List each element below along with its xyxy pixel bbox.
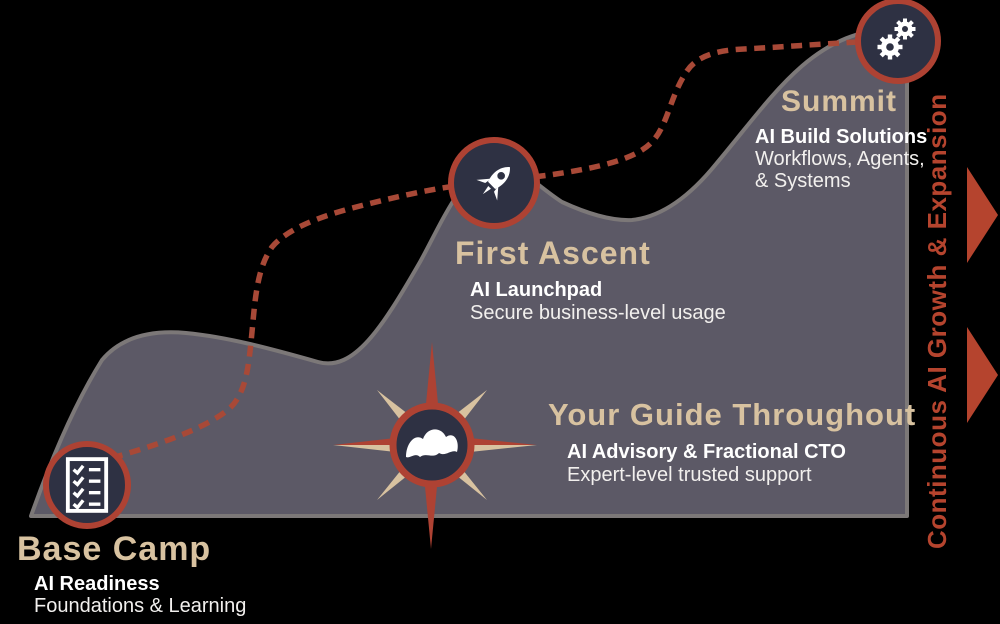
stage-base-camp: Base Camp AI Readiness Foundations & Lea…: [17, 530, 247, 617]
stage-summit: Summit AI Build Solutions Workflows, Age…: [755, 86, 927, 192]
gears-icon: [877, 18, 916, 60]
first-ascent-title: First Ascent: [455, 235, 651, 271]
growth-arrow-top-icon: [967, 167, 998, 263]
guide-program: AI Advisory & Fractional CTO: [567, 440, 846, 463]
stage-guide: Your Guide Throughout AI Advisory & Frac…: [548, 397, 917, 487]
first-ascent-program: AI Launchpad: [470, 278, 603, 301]
rocket-icon: [476, 167, 510, 201]
guide-description: Expert-level trusted support: [567, 463, 812, 486]
base-camp-program: AI Readiness: [34, 572, 160, 595]
continuous-growth-label: Continuous AI Growth & Expansion: [922, 93, 952, 549]
base-camp-title: Base Camp: [17, 530, 212, 568]
summit-description-line2: & Systems: [755, 169, 851, 192]
first-ascent-node: [448, 137, 540, 229]
checklist-icon: [65, 457, 109, 513]
guide-node: [325, 337, 541, 553]
summit-node: [855, 0, 941, 84]
first-ascent-description: Secure business-level usage: [470, 301, 726, 324]
summit-description-line1: Workflows, Agents,: [755, 147, 925, 170]
compass-icon: [333, 342, 537, 549]
base-camp-node: [43, 441, 131, 529]
stage-first-ascent: First Ascent AI Launchpad Secure busines…: [455, 235, 726, 325]
growth-arrow-bottom-icon: [967, 327, 998, 423]
base-camp-description: Foundations & Learning: [34, 594, 247, 617]
mountain-range-icon: [406, 429, 458, 458]
guide-title: Your Guide Throughout: [548, 397, 917, 432]
summit-program: AI Build Solutions: [755, 125, 928, 148]
summit-title: Summit: [781, 85, 898, 118]
